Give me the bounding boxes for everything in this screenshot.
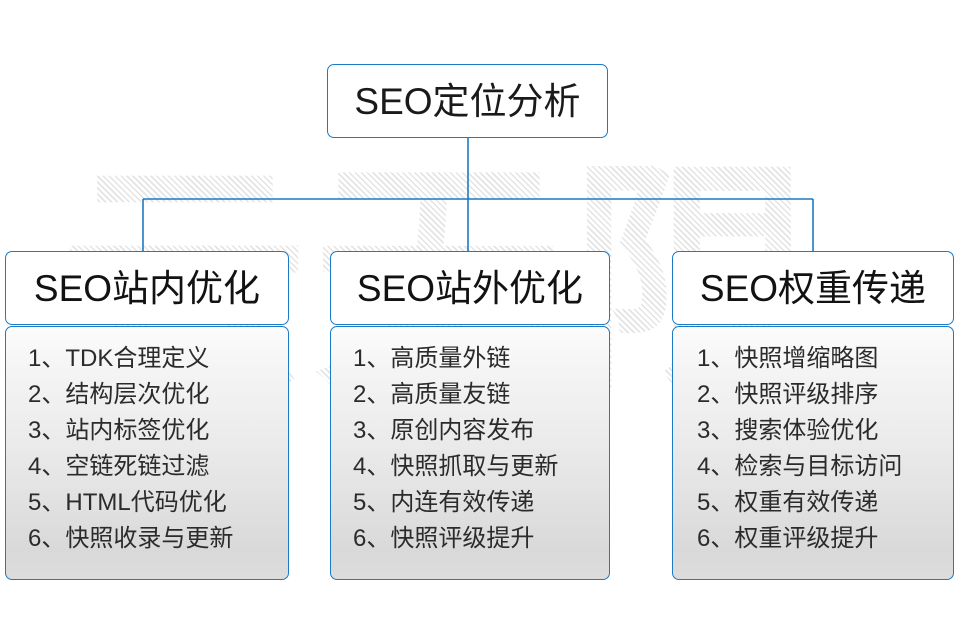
list-item: 3、搜索体验优化 [697,413,953,449]
branch-header-label: SEO站内优化 [33,267,261,309]
list-item: 1、快照增缩略图 [697,341,953,377]
item-separator: 、 [366,345,391,372]
item-index: 4 [353,453,367,480]
item-index: 4 [697,453,711,480]
list-item: 5、内连有效传递 [353,485,609,521]
item-index: 1 [697,345,711,372]
item-separator: 、 [710,525,735,552]
item-separator: 、 [366,525,391,552]
item-separator: 、 [366,417,391,444]
item-index: 2 [353,381,367,408]
branch-body-on-site: 1、TDK合理定义 2、结构层次优化 3、站内标签优化 4、空链死链过滤 5、H… [5,326,289,580]
item-list: 1、TDK合理定义 2、结构层次优化 3、站内标签优化 4、空链死链过滤 5、H… [6,341,288,557]
item-text: 高质量友链 [390,381,511,408]
item-list: 1、快照增缩略图 2、快照评级排序 3、搜索体验优化 4、检索与目标访问 5、权… [673,341,953,557]
branch-header-on-site[interactable]: SEO站内优化 [5,251,289,325]
branch-body-off-site: 1、高质量外链 2、高质量友链 3、原创内容发布 4、快照抓取与更新 5、内连有… [330,326,610,580]
item-separator: 、 [41,525,66,552]
item-text: 搜索体验优化 [734,417,879,444]
item-text: 结构层次优化 [65,381,210,408]
item-text: 快照评级提升 [390,525,535,552]
item-text: 快照收录与更新 [65,525,234,552]
item-text: 快照抓取与更新 [390,453,559,480]
list-item: 6、快照收录与更新 [28,521,288,557]
item-text: 权重有效传递 [734,489,879,516]
item-separator: 、 [710,381,735,408]
item-text: 权重评级提升 [734,525,879,552]
list-item: 2、快照评级排序 [697,377,953,413]
list-item: 5、HTML代码优化 [28,485,288,521]
item-separator: 、 [710,345,735,372]
branch-header-label: SEO权重传递 [699,267,927,309]
item-index: 5 [697,489,711,516]
list-item: 3、站内标签优化 [28,413,288,449]
item-separator: 、 [41,345,66,372]
branch-on-site: SEO站内优化 1、TDK合理定义 2、结构层次优化 3、站内标签优化 4、空链… [5,251,289,580]
list-item: 3、原创内容发布 [353,413,609,449]
list-item: 1、TDK合理定义 [28,341,288,377]
root-node-label: SEO定位分析 [354,80,581,122]
item-text: 内连有效传递 [390,489,535,516]
list-item: 4、快照抓取与更新 [353,449,609,485]
branch-header-weight-transfer[interactable]: SEO权重传递 [672,251,954,325]
branch-body-weight-transfer: 1、快照增缩略图 2、快照评级排序 3、搜索体验优化 4、检索与目标访问 5、权… [672,326,954,580]
item-index: 3 [28,417,42,444]
item-text: 检索与目标访问 [734,453,903,480]
list-item: 2、高质量友链 [353,377,609,413]
branch-header-off-site[interactable]: SEO站外优化 [330,251,610,325]
item-separator: 、 [710,417,735,444]
list-item: 6、权重评级提升 [697,521,953,557]
item-index: 3 [353,417,367,444]
item-separator: 、 [366,489,391,516]
list-item: 5、权重有效传递 [697,485,953,521]
item-text: TDK合理定义 [65,345,210,372]
item-separator: 、 [41,489,66,516]
item-text: 快照评级排序 [734,381,879,408]
list-item: 6、快照评级提升 [353,521,609,557]
item-separator: 、 [366,381,391,408]
item-text: 空链死链过滤 [65,453,210,480]
root-node[interactable]: SEO定位分析 [327,64,608,138]
item-separator: 、 [710,453,735,480]
item-index: 1 [353,345,367,372]
branch-off-site: SEO站外优化 1、高质量外链 2、高质量友链 3、原创内容发布 4、快照抓取与… [330,251,610,580]
item-text: 原创内容发布 [390,417,535,444]
item-text: 快照增缩略图 [734,345,879,372]
item-index: 6 [697,525,711,552]
item-text: HTML代码优化 [65,489,227,516]
branch-header-label: SEO站外优化 [356,267,584,309]
list-item: 4、检索与目标访问 [697,449,953,485]
item-separator: 、 [41,453,66,480]
item-text: 站内标签优化 [65,417,210,444]
item-separator: 、 [710,489,735,516]
item-separator: 、 [366,453,391,480]
item-index: 2 [28,381,42,408]
item-text: 高质量外链 [390,345,511,372]
branch-weight-transfer: SEO权重传递 1、快照增缩略图 2、快照评级排序 3、搜索体验优化 4、检索与… [672,251,954,580]
item-separator: 、 [41,381,66,408]
item-index: 5 [353,489,367,516]
list-item: 4、空链死链过滤 [28,449,288,485]
item-list: 1、高质量外链 2、高质量友链 3、原创内容发布 4、快照抓取与更新 5、内连有… [331,341,609,557]
item-index: 4 [28,453,42,480]
item-index: 6 [28,525,42,552]
item-index: 3 [697,417,711,444]
item-index: 6 [353,525,367,552]
item-separator: 、 [41,417,66,444]
list-item: 2、结构层次优化 [28,377,288,413]
item-index: 1 [28,345,42,372]
item-index: 2 [697,381,711,408]
item-index: 5 [28,489,42,516]
list-item: 1、高质量外链 [353,341,609,377]
